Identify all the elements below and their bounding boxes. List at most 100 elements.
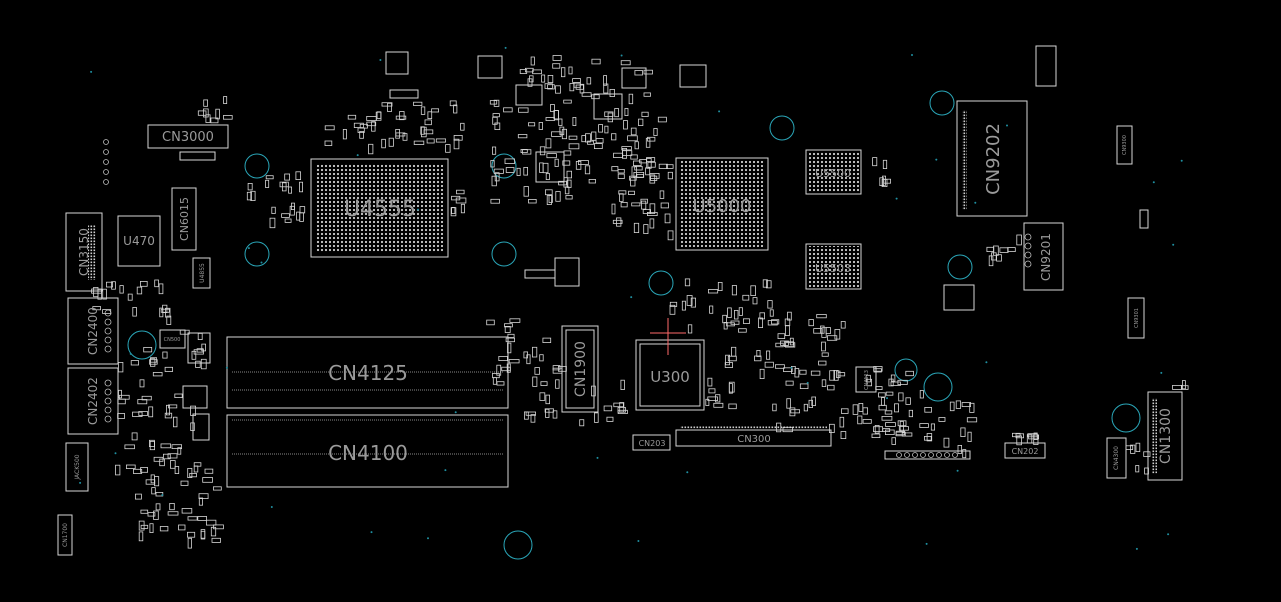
passive-component <box>555 379 560 389</box>
cn2400-outline[interactable] <box>67 297 119 365</box>
passive-component <box>813 328 823 334</box>
passive-component <box>534 367 540 375</box>
passive-component <box>552 63 561 69</box>
cn6015-outline[interactable] <box>171 187 197 251</box>
passive-component <box>769 309 774 317</box>
via <box>161 494 164 496</box>
cn3150-outline[interactable] <box>65 212 103 292</box>
passive-component <box>775 364 785 369</box>
passive-component <box>544 83 553 89</box>
passive-component <box>821 327 827 338</box>
passive-component <box>604 111 614 117</box>
cn1700-outline[interactable] <box>57 514 73 556</box>
label-cn1700: CN1700 <box>62 523 69 547</box>
passive-component <box>395 115 407 120</box>
label-cn9301: CN9301 <box>1134 308 1140 328</box>
u470-outline[interactable] <box>117 215 161 267</box>
u300-outline[interactable] <box>635 339 705 411</box>
cn202-outline[interactable] <box>1004 442 1046 459</box>
passive-component <box>1172 384 1183 390</box>
passive-component <box>882 175 886 186</box>
jack500-outline[interactable] <box>65 442 89 492</box>
passive-component <box>584 165 591 175</box>
cn9301-outline[interactable] <box>1127 297 1145 339</box>
passive-component <box>617 173 625 180</box>
passive-component <box>162 453 171 460</box>
passive-component <box>961 402 971 407</box>
passive-component <box>667 230 674 241</box>
passive-component <box>669 304 676 315</box>
u4555-outline[interactable] <box>310 158 449 258</box>
passive-component <box>451 206 456 214</box>
passive-component <box>919 390 924 399</box>
passive-component <box>529 75 534 83</box>
passive-component <box>728 403 737 410</box>
passive-component <box>427 111 433 120</box>
passive-component <box>558 365 567 372</box>
passive-component <box>653 128 658 136</box>
passive-component <box>552 410 558 419</box>
cn9202-outline[interactable] <box>956 100 1028 217</box>
passive-component <box>532 346 538 358</box>
passive-component <box>628 93 634 105</box>
passive-component <box>646 157 656 162</box>
u5503-outline[interactable] <box>805 243 862 290</box>
passive-component <box>139 280 148 287</box>
passive-component <box>189 472 197 478</box>
via <box>225 366 228 369</box>
passive-component <box>598 124 603 133</box>
cn9201-outline[interactable] <box>1023 222 1064 291</box>
passive-component <box>620 379 625 391</box>
passive-component <box>821 341 826 352</box>
passive-component <box>650 175 658 181</box>
passive-component <box>198 497 204 506</box>
passive-component <box>878 404 887 411</box>
cn3000-outline[interactable] <box>147 124 229 149</box>
passive-component <box>168 404 178 409</box>
via <box>886 397 888 400</box>
passive-component <box>197 332 203 340</box>
passive-component <box>818 360 827 366</box>
cn9300-outline[interactable] <box>1116 125 1133 165</box>
passive-component <box>542 337 552 344</box>
mounting-hole <box>894 358 918 382</box>
passive-component <box>841 408 849 414</box>
cn1300-outline[interactable] <box>1147 391 1183 481</box>
passive-component <box>522 149 532 155</box>
passive-component <box>159 458 165 467</box>
passive-component <box>630 127 637 136</box>
passive-component <box>149 440 155 451</box>
passive-component <box>1144 467 1149 475</box>
passive-component <box>957 444 962 454</box>
passive-component <box>879 177 884 187</box>
passive-component <box>555 85 561 94</box>
label-u4855: U4855 <box>199 263 206 283</box>
passive-component <box>564 186 570 195</box>
label-cn9300: CN9300 <box>1122 135 1128 155</box>
passive-component <box>492 113 500 118</box>
cn4300-outline[interactable] <box>1106 437 1127 479</box>
passive-component <box>545 117 555 121</box>
passive-component <box>127 293 133 301</box>
cn4100-outline[interactable] <box>226 414 509 488</box>
passive-component <box>525 411 536 416</box>
via <box>630 296 633 299</box>
passive-component <box>776 422 782 433</box>
passive-component <box>619 402 625 413</box>
label-u300: U300 <box>650 368 690 386</box>
cn203-outline[interactable] <box>632 434 671 451</box>
passive-component <box>588 178 596 184</box>
passive-component <box>424 119 432 126</box>
passive-component <box>102 309 112 314</box>
passive-component <box>790 409 800 414</box>
passive-component <box>629 175 637 181</box>
passive-component <box>955 400 962 409</box>
passive-component <box>541 74 546 83</box>
passive-component <box>603 405 613 412</box>
u5500-outline[interactable] <box>805 149 862 195</box>
passive-component <box>507 333 515 338</box>
u5000-outline[interactable] <box>675 157 769 251</box>
passive-component <box>890 381 901 386</box>
